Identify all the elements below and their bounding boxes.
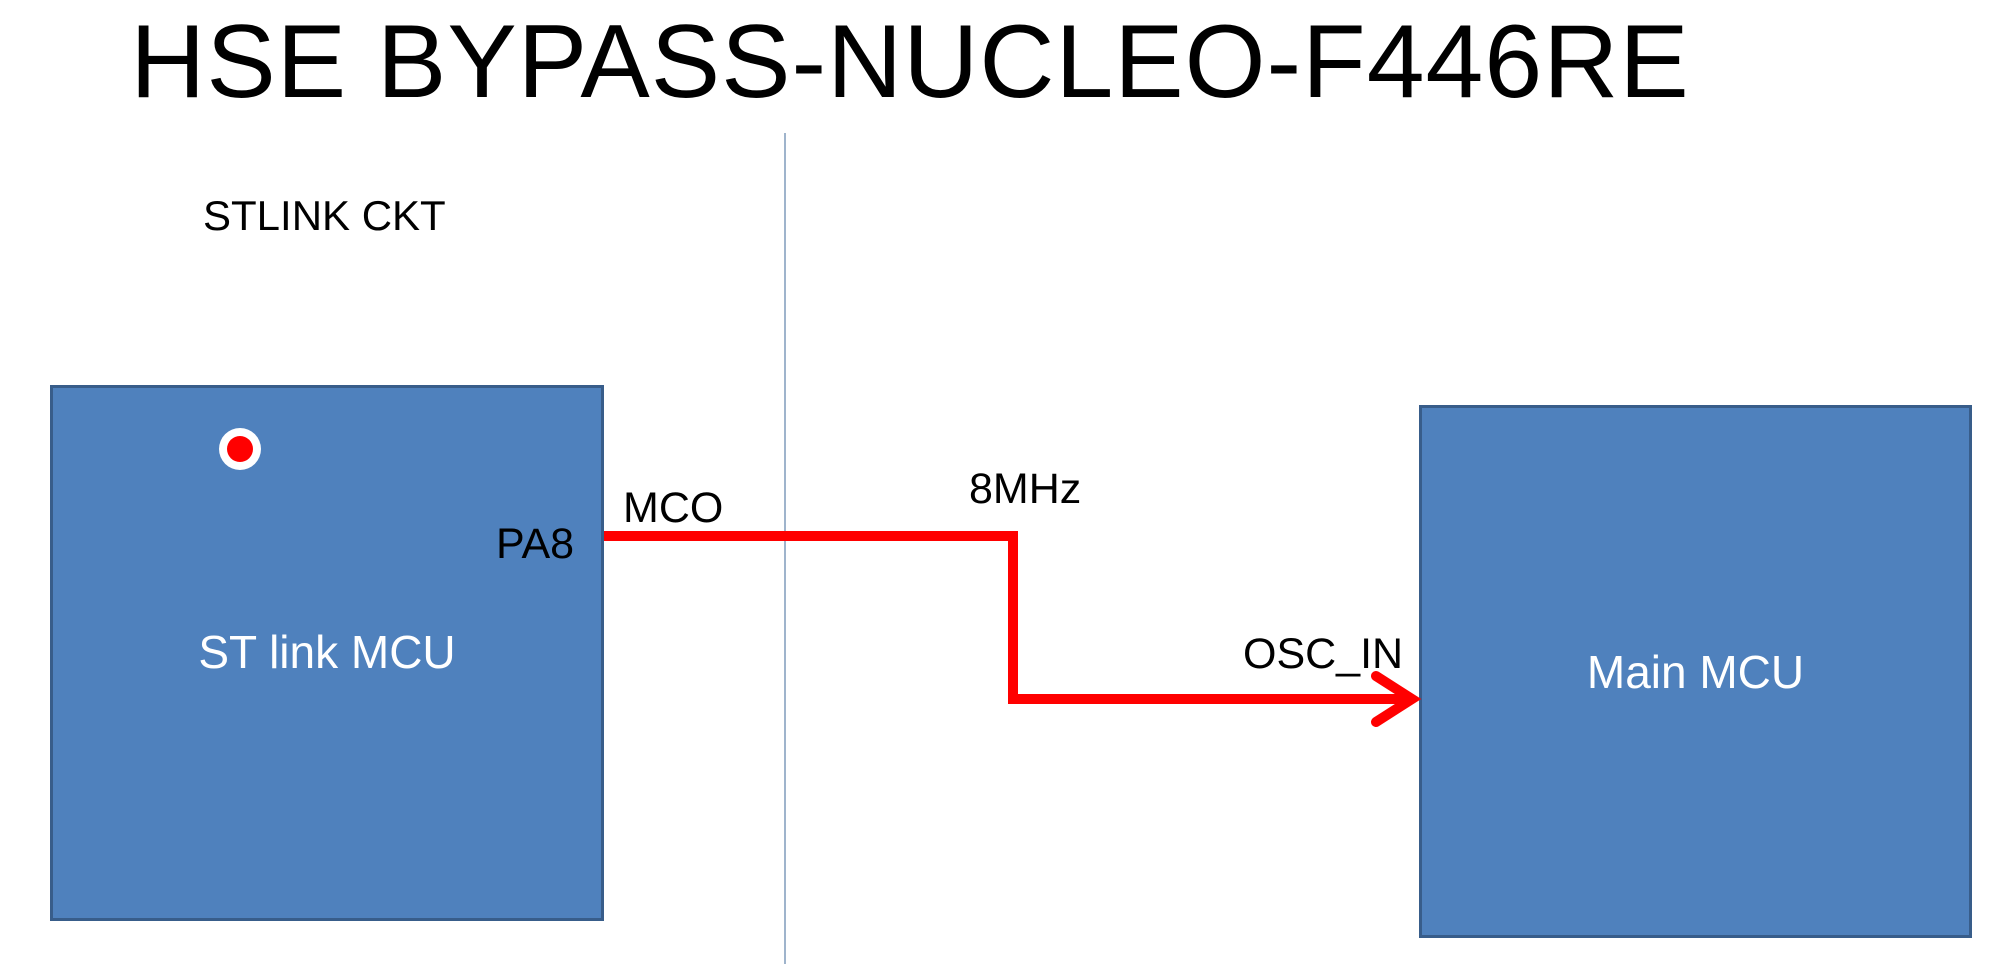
- section-divider: [784, 133, 786, 964]
- arrowhead-icon: [1371, 671, 1422, 727]
- main-mcu-block: Main MCU: [1419, 405, 1972, 938]
- signal-label-osc-in: OSC_IN: [1243, 630, 1404, 678]
- st-link-mcu-block: [50, 385, 604, 921]
- laser-pointer-center: [227, 436, 253, 462]
- main-mcu-label: Main MCU: [1586, 645, 1805, 698]
- section-label-stlink: STLINK CKT: [203, 192, 446, 239]
- slide-title: HSE BYPASS-NUCLEO-F446RE: [130, 4, 1690, 120]
- st-link-mcu-label: ST link MCU: [198, 626, 456, 678]
- laser-pointer-icon: [219, 428, 261, 470]
- signal-label-mco: MCO: [623, 484, 724, 532]
- frequency-label: 8MHz: [969, 465, 1082, 513]
- pin-label-pa8: PA8: [496, 520, 575, 568]
